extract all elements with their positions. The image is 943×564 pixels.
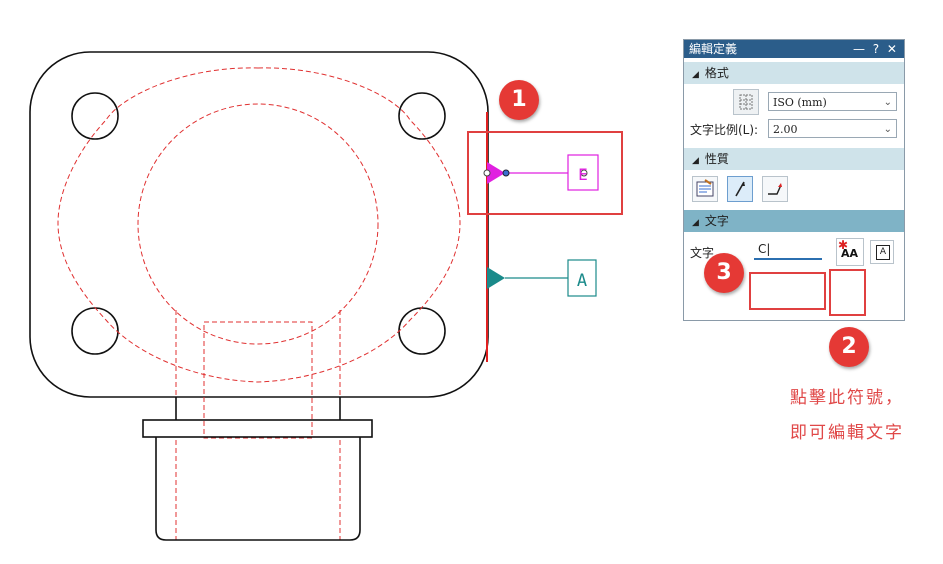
bolt-hole-bottom-left [71,307,119,355]
hidden-lines [57,67,461,540]
collapse-triangle-icon: ◢ [692,70,699,80]
collapse-triangle-icon: ◢ [692,218,699,228]
standard-grid-icon[interactable] [733,89,759,115]
bolt-hole-top-left [71,92,119,140]
callout-box-edit-symbol [829,269,866,316]
edit-text-button-glyph: AA [841,247,859,260]
nozzle-outline [142,397,373,541]
section-header-text[interactable]: ◢ 文字 [684,210,904,232]
edit-symbol-star-icon: ✱ [838,238,849,252]
callout-box-datum-e [467,131,623,215]
callout-box-text-input [749,272,826,310]
section-header-format[interactable]: ◢ 格式 [684,62,904,84]
section-label-properties: 性質 [704,152,729,166]
datum-label-e: E [578,165,588,184]
chevron-down-icon: ⌄ [883,97,892,108]
instruction-note-line2: 即可編輯文字 [790,423,904,443]
panel-title-controls[interactable]: — ? ✕ [852,42,899,56]
leader-slant-icon[interactable] [727,176,753,202]
bolt-hole-top-right [398,92,446,140]
panel-titlebar: 編輯定義 — ? ✕ [684,40,904,58]
step-badge-2: 2 [829,327,869,367]
flange-outline [29,51,489,398]
edit-text-symbol-button[interactable]: ✱ AA [836,238,864,266]
text-frame-button[interactable]: A [870,240,894,264]
text-frame-button-glyph: A [876,245,890,260]
chevron-down-icon: ⌄ [883,124,892,135]
text-label: 文字 [690,246,715,260]
properties-table-icon[interactable] [692,176,718,202]
bolt-hole-bottom-right [398,307,446,355]
scale-label: 文字比例(L): [690,123,759,137]
datum-feature-a[interactable]: A [487,259,597,297]
datum-label-a: A [577,271,587,291]
collapse-triangle-icon: ◢ [692,156,699,166]
datum-feature-e[interactable]: E [483,154,599,191]
leader-elbow-icon[interactable] [762,176,788,202]
section-label-text: 文字 [704,214,729,228]
scale-select[interactable]: 2.00 ⌄ [768,119,897,138]
text-input[interactable]: C| [754,238,822,260]
instruction-note-line1: 點擊此符號， [790,388,904,408]
step-badge-3: 3 [704,253,744,293]
panel-title: 編輯定義 [689,42,738,56]
standard-select[interactable]: ISO (mm) ⌄ [768,92,897,111]
section-label-format: 格式 [704,66,729,80]
section-header-properties[interactable]: ◢ 性質 [684,148,904,170]
step-badge-1: 1 [499,80,539,120]
standard-select-value: ISO (mm) [773,96,827,109]
scale-select-value: 2.00 [773,123,798,136]
